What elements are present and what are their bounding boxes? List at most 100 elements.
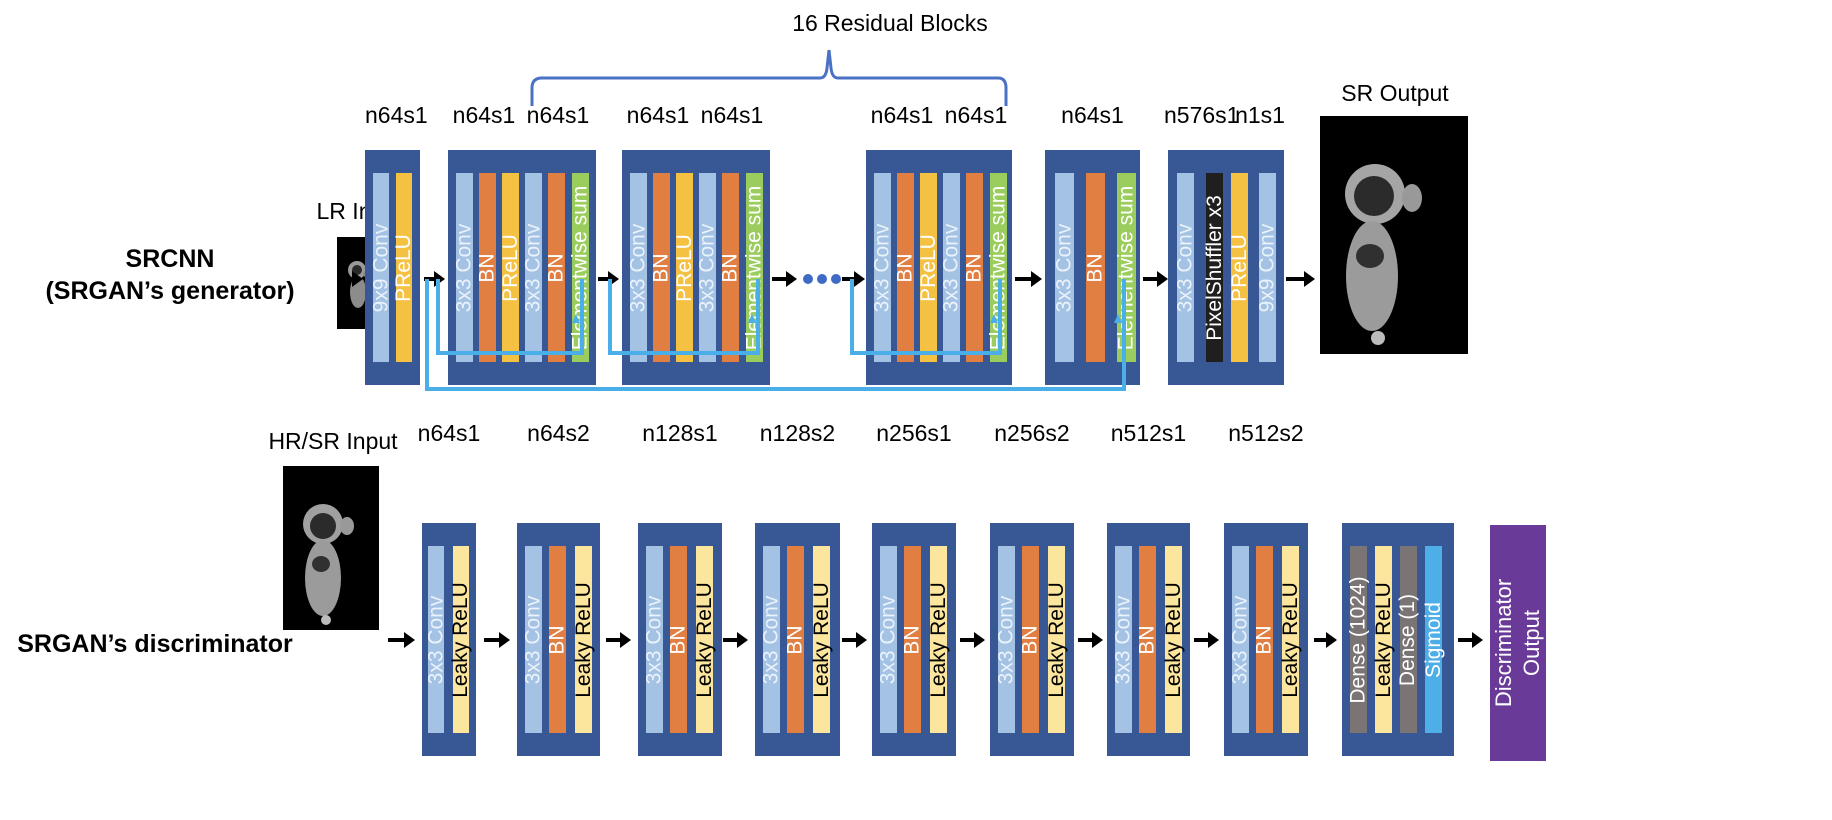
- block-caption: n64s1: [417, 420, 481, 446]
- block-caption: n64s2: [527, 420, 590, 446]
- skip-connection: [436, 279, 584, 355]
- layer-sum: Elementwise sum: [1115, 173, 1138, 362]
- layer-label: Dense (1): [1396, 593, 1420, 686]
- layer-label: Dense (1024): [1346, 575, 1370, 704]
- arrow: [606, 631, 631, 648]
- layer-label: BN: [1252, 624, 1276, 655]
- layer-leaky: Leaky ReLU: [1045, 546, 1068, 733]
- block-caption: n64s1: [700, 102, 764, 128]
- arrow: [388, 631, 415, 648]
- arrow: [1314, 631, 1337, 648]
- layer-label: BN: [1018, 624, 1042, 655]
- layer-label: Sigmoid: [1421, 601, 1445, 678]
- block-caption: n64s1: [1061, 102, 1124, 128]
- residual-blocks-bracket: [530, 49, 1008, 106]
- layer-conv: 3x3 Conv: [1112, 546, 1135, 733]
- layer-conv: 3x3 Conv: [696, 173, 719, 362]
- arrow: [1286, 271, 1315, 287]
- arrow: [340, 271, 363, 287]
- layer-ps: PixelShuffler x3: [1203, 173, 1226, 362]
- layer-leaky: Leaky ReLU: [572, 546, 595, 733]
- layer-conv: 3x3 Conv: [453, 173, 476, 362]
- layer-conv: 3x3 Conv: [522, 173, 545, 362]
- layer-label: Leaky ReLU: [571, 581, 595, 698]
- layer-label: Leaky ReLU: [809, 581, 833, 698]
- layer-label: BN: [1135, 624, 1159, 655]
- tissue-image-icon: [1345, 164, 1422, 345]
- layer-leaky: Leaky ReLU: [693, 546, 716, 733]
- layer-bn: BN: [963, 173, 986, 362]
- layer-leaky: Leaky ReLU: [927, 546, 950, 733]
- layer-label: 3x3 Conv: [521, 595, 545, 684]
- layer-bn: BN: [667, 546, 690, 733]
- layer-dense: Dense (1024): [1347, 546, 1370, 733]
- hr-sr-input-image: [283, 466, 379, 630]
- arrow: [842, 631, 867, 648]
- generator-row-label: SRCNN (SRGAN’s generator): [20, 243, 320, 307]
- sr-output-image: [1320, 116, 1468, 354]
- arrow: [1143, 271, 1168, 287]
- block-caption: n512s2: [1228, 420, 1304, 446]
- arrow: [1458, 631, 1483, 648]
- block-caption: n64s1: [526, 102, 590, 128]
- generator-label-line1: SRCNN: [125, 245, 215, 273]
- block-caption: n64s1: [944, 102, 1008, 128]
- block-caption: n64s1: [626, 102, 690, 128]
- layer-label: 3x3 Conv: [1228, 595, 1252, 684]
- layer-conv: 9x9 Conv: [1256, 173, 1279, 362]
- layer-label: Leaky ReLU: [1371, 581, 1395, 698]
- layer-conv: 3x3 Conv: [940, 173, 963, 362]
- layer-bn: BN: [1084, 173, 1107, 362]
- layer-bn: BN: [650, 173, 673, 362]
- skip-connection: [608, 279, 760, 355]
- layer-conv: 3x3 Conv: [424, 546, 447, 733]
- layer-conv: 3x3 Conv: [643, 546, 666, 733]
- layer-label: 3x3 Conv: [759, 595, 783, 684]
- arrow: [1078, 631, 1103, 648]
- block-caption: n1s1: [1235, 102, 1285, 128]
- layer-prelu: PReLU: [1228, 173, 1251, 362]
- block-caption: n64s1: [870, 102, 934, 128]
- layer-label: 3x3 Conv: [642, 595, 666, 684]
- layer-prelu: PReLU: [917, 173, 940, 362]
- block-caption: n128s2: [759, 420, 836, 446]
- arrow: [1194, 631, 1219, 648]
- ellipsis-dot: [831, 274, 841, 284]
- layer-bn: BN: [784, 546, 807, 733]
- ellipsis-dot: [817, 274, 827, 284]
- layer-label: Leaky ReLU: [1044, 581, 1068, 698]
- arrow: [960, 631, 985, 648]
- layer-label: Leaky ReLU: [449, 581, 472, 698]
- layer-prelu: PReLU: [499, 173, 522, 362]
- discriminator-row-label: SRGAN’s discriminator: [17, 630, 293, 658]
- discriminator-output-line1: Discriminator: [1491, 578, 1517, 708]
- layer-label: BN: [545, 624, 569, 655]
- layer-conv: 3x3 Conv: [871, 173, 894, 362]
- layer-bn: BN: [546, 546, 569, 733]
- long-skip-connection: [425, 279, 1126, 391]
- layer-label: 3x3 Conv: [994, 595, 1018, 684]
- sr-output-label: SR Output: [1341, 80, 1449, 106]
- layer-label: 3x3 Conv: [876, 595, 900, 684]
- layer-conv: 3x3 Conv: [877, 546, 900, 733]
- layer-bn: BN: [545, 173, 568, 362]
- layer-bn: BN: [476, 173, 499, 362]
- layer-conv: 3x3 Conv: [995, 546, 1018, 733]
- ellipsis-dot: [803, 274, 813, 284]
- arrow: [723, 631, 748, 648]
- layer-leaky: Leaky ReLU: [1372, 546, 1395, 733]
- arrow: [1015, 271, 1042, 287]
- block-caption: n576s1: [1164, 102, 1240, 128]
